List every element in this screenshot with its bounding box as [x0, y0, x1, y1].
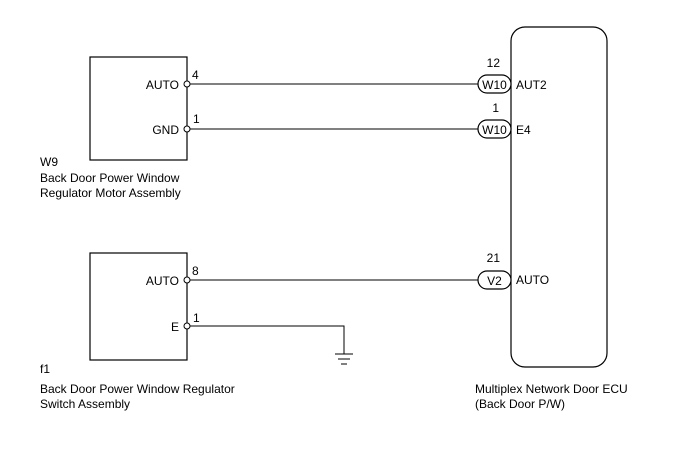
w9-motor-assembly: AUTO GND 4 1 W9 Back Door Power Window R…	[40, 56, 200, 200]
w9-code: W9	[40, 155, 58, 169]
ground-symbol	[335, 353, 353, 365]
ecu-pin-e4-number: 1	[492, 101, 499, 115]
w9-pin-auto-terminal	[183, 80, 191, 88]
w9-name-line2: Regulator Motor Assembly	[40, 186, 181, 200]
ecu-pin-auto-number: 21	[487, 251, 501, 265]
f1-pin-auto-terminal	[183, 276, 191, 284]
f1-pin-e-terminal	[183, 322, 191, 330]
connector-w10-e4: W10	[477, 119, 512, 139]
ecu-pin-e4-label: E4	[516, 123, 531, 137]
wire-e-ground	[190, 325, 345, 354]
ecu-name-line1: Multiplex Network Door ECU	[475, 382, 628, 396]
w9-pin-auto-number: 4	[192, 68, 199, 82]
w9-box	[89, 56, 188, 161]
ecu-pin-aut2-number: 12	[487, 56, 501, 70]
connector-w10-aut2-label: W10	[482, 78, 507, 92]
w9-pin-gnd-terminal	[183, 125, 191, 133]
connector-w10-aut2: W10	[477, 74, 512, 94]
f1-name-line1: Back Door Power Window Regulator	[40, 382, 235, 396]
f1-pin-e-label: E	[171, 320, 179, 334]
ecu-name-line2: (Back Door P/W)	[475, 397, 565, 411]
f1-name-line2: Switch Assembly	[40, 397, 130, 411]
w9-pin-gnd-number: 1	[193, 112, 200, 126]
f1-code: f1	[40, 362, 50, 376]
ecu-box	[510, 26, 608, 368]
connector-w10-e4-label: W10	[482, 123, 507, 137]
ecu-pin-aut2-label: AUT2	[516, 78, 547, 92]
f1-box	[89, 252, 188, 361]
f1-switch-assembly: AUTO E 8 1 f1 Back Door Power Window Reg…	[40, 252, 235, 411]
connector-v2-auto: V2	[477, 270, 512, 290]
f1-pin-auto-label: AUTO	[146, 274, 179, 288]
connector-v2-auto-label: V2	[487, 274, 502, 288]
w9-pin-gnd-label: GND	[152, 123, 179, 137]
w9-name-line1: Back Door Power Window	[40, 171, 180, 185]
multiplex-network-door-ecu: AUT2 E4 AUTO 12 1 21 Multiplex Network D…	[475, 26, 628, 411]
w9-pin-auto-label: AUTO	[146, 78, 179, 92]
ecu-pin-auto-label: AUTO	[516, 273, 549, 287]
f1-pin-auto-number: 8	[192, 264, 199, 278]
f1-pin-e-number: 1	[193, 311, 200, 325]
